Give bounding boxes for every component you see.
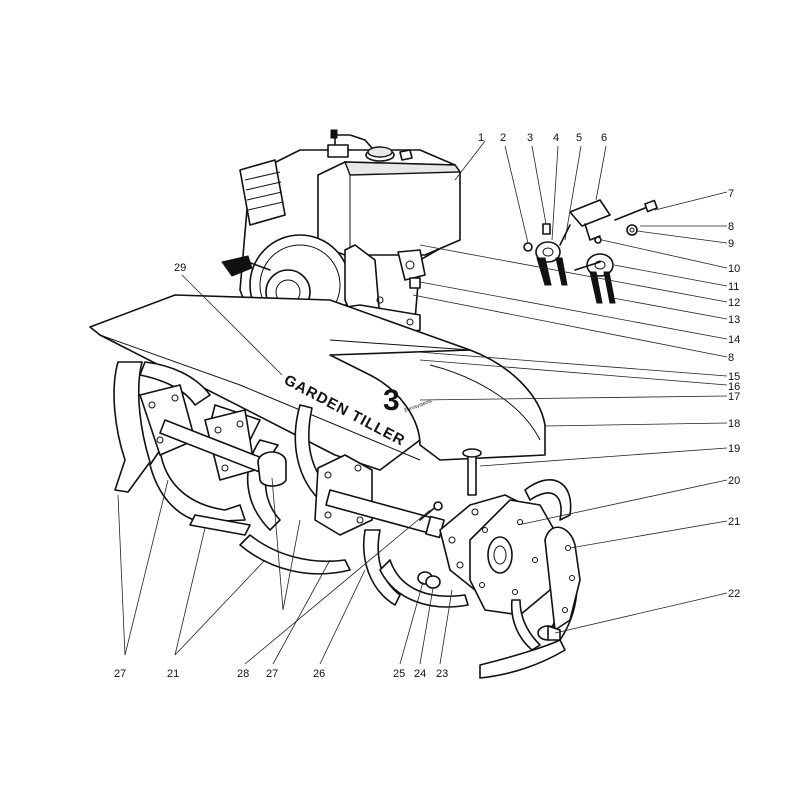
callout-10: 10 — [728, 263, 740, 275]
callout-27: 27 — [266, 668, 278, 680]
tine-shield-hood: GARDEN TILLER 3 Eurosystems — [89, 294, 546, 471]
callout-13: 13 — [728, 314, 740, 326]
callout-20: 20 — [728, 475, 740, 487]
callout-25: 25 — [393, 668, 405, 680]
leader-lines — [117, 140, 728, 665]
callout-1: 1 — [478, 132, 484, 144]
callout-27-second: 27 — [114, 668, 126, 680]
callout-28: 28 — [237, 668, 249, 680]
callout-9: 9 — [728, 238, 734, 250]
callout-29: 29 — [174, 262, 186, 274]
callout-26: 26 — [313, 668, 325, 680]
callout-8-second: 8 — [728, 352, 734, 364]
callout-6: 6 — [601, 132, 607, 144]
callout-2: 2 — [500, 132, 506, 144]
callout-8: 8 — [728, 221, 734, 233]
callout-11: 11 — [728, 281, 739, 293]
control-parts — [523, 199, 658, 304]
callout-4: 4 — [553, 132, 559, 144]
left-tine-assembly — [113, 361, 469, 608]
right-hub-assembly — [417, 448, 581, 679]
callout-21: 21 — [728, 516, 740, 528]
callout-17: 17 — [728, 391, 740, 403]
hood-model-number: 3 — [383, 384, 400, 417]
callout-22: 22 — [728, 588, 740, 600]
callout-23: 23 — [436, 668, 448, 680]
callout-19: 19 — [728, 443, 740, 455]
callout-16: 16 — [728, 381, 740, 393]
callout-numbers: 1 2 3 4 5 6 7 8 9 10 11 12 13 14 8 15 16… — [114, 132, 740, 680]
callout-14: 14 — [728, 334, 740, 346]
callout-5: 5 — [576, 132, 582, 144]
callout-12: 12 — [728, 297, 740, 309]
callout-24: 24 — [414, 668, 426, 680]
callout-18: 18 — [728, 418, 740, 430]
callout-15: 15 — [728, 371, 740, 383]
callout-3: 3 — [527, 132, 533, 144]
callout-7: 7 — [728, 188, 734, 200]
callout-21-second: 21 — [167, 668, 179, 680]
